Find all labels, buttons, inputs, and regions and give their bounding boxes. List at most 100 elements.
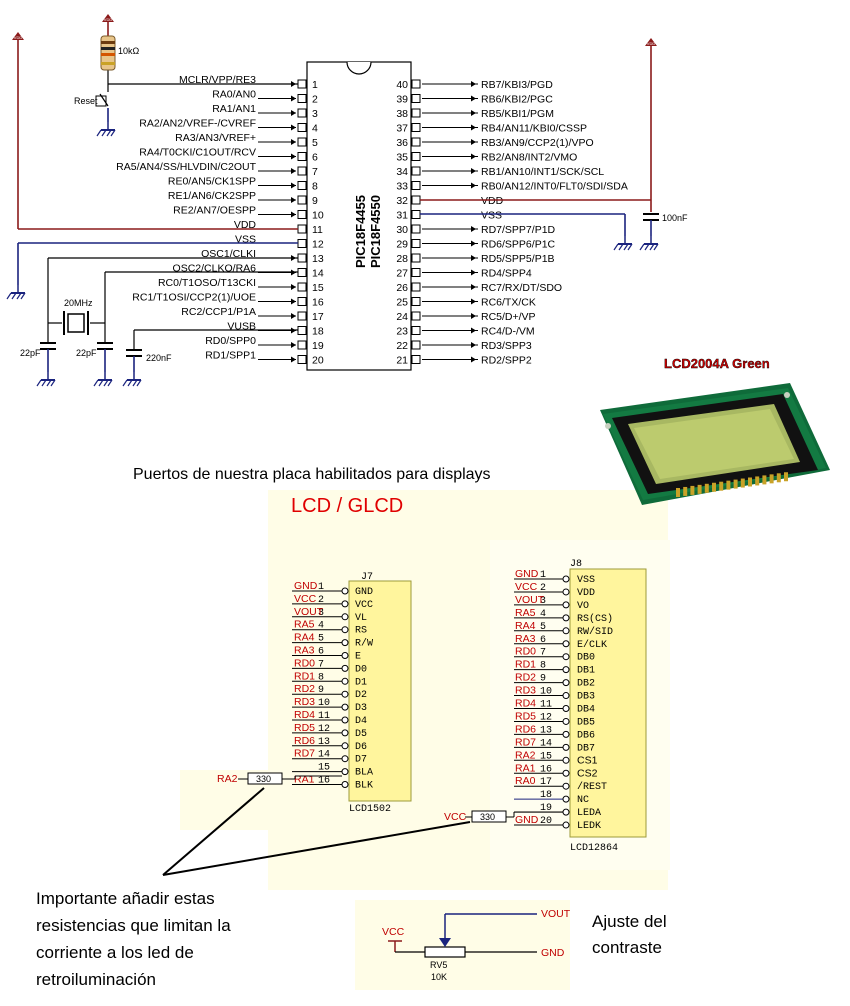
mcu-pin-number: 29: [396, 239, 408, 251]
mcu-pin-label: RB4/AN11/KBI0/CSSP: [481, 123, 587, 135]
j8-net-label: RA3: [515, 633, 536, 645]
j8-pin-name: VSS: [577, 575, 595, 586]
j8-net-label: RD3: [515, 685, 536, 697]
j8-pin-pad: [562, 795, 570, 803]
mcu-pin-label: RC4/D-/VM: [481, 326, 535, 338]
j8-pin-name: DB1: [577, 666, 595, 677]
mcu-pin-2: 2 RA0/AN0: [212, 89, 318, 106]
j8-part: LCD12864: [570, 843, 618, 854]
mcu-pin-number: 21: [396, 355, 408, 367]
cap-left-2-label: 22pF: [76, 348, 97, 358]
mcu-pin-label: RA3/AN3/VREF+: [175, 132, 256, 144]
j7-pin-number: 1: [318, 582, 324, 593]
lcd-header-pins: [676, 472, 788, 497]
j7-net-label: RD5: [294, 722, 315, 734]
mcu-pin-number: 20: [312, 355, 324, 367]
contrast-caption-2: contraste: [592, 938, 662, 957]
j7-pin-name: R/W: [355, 638, 373, 650]
mcu-pin-number: 23: [396, 326, 408, 338]
j8-pin-name: DB5: [577, 717, 595, 728]
j8-net-label: GND: [515, 568, 539, 580]
j7-backlight-resistor: RA2 330: [217, 772, 342, 785]
mcu-pin-label: RD0/SPP0: [205, 335, 256, 347]
note-line-3: corriente a los led de: [36, 943, 194, 962]
mcu-pin-label: RA0/AN0: [212, 89, 256, 101]
header-pin: [676, 488, 680, 497]
mcu-pin-number: 2: [312, 94, 318, 106]
j7-row: 15 BLA: [292, 763, 373, 779]
j8-pin-pad: [562, 808, 570, 816]
mcu-pin-label: RC7/RX/DT/SDO: [481, 282, 562, 294]
mcu-pin-number: 7: [312, 166, 318, 178]
mcu-pin-label: RC6/TX/CK: [481, 297, 536, 309]
j7-net-label: VOUT: [294, 606, 324, 618]
mcu-pin-label: RB7/KBI3/PGD: [481, 79, 553, 91]
j7-pin-name: RS: [355, 626, 367, 637]
header-pin: [769, 474, 774, 484]
header-pin: [755, 476, 760, 486]
contrast-potentiometer: VCC VOUT GND RV5 10K: [382, 908, 571, 982]
j8-pin-number: 19: [540, 803, 552, 814]
j8-net-label: RA0: [515, 775, 536, 787]
j7-pin-number: 15: [318, 763, 330, 774]
mcu-pin-label: RB5/KBI1/PGM: [481, 108, 554, 120]
j7-pin-pad: [341, 755, 349, 763]
j8-pin-pad: [562, 756, 570, 764]
mcu-pin-label: RE1/AN6/CK2SPP: [168, 190, 256, 202]
reset-button[interactable]: [95, 95, 107, 107]
j8-pin-name: DB0: [577, 653, 595, 664]
mcu-left-pins: 1MCLR/VPP/RE32RA0/AN03RA1/AN14RA2/AN2/VR…: [116, 74, 324, 367]
mcu-pin-number: 16: [312, 297, 324, 309]
j7-pin-name: D6: [355, 742, 367, 753]
j7-pin-number: 16: [318, 776, 330, 787]
j7-pin-pad: [341, 600, 349, 608]
mcu-pin-number: 9: [312, 195, 318, 207]
j7-pin-pad: [341, 768, 349, 776]
j7-pin-name: D2: [355, 690, 367, 701]
j8-pin-pad: [562, 614, 570, 622]
mcu-pin-number: 3: [312, 108, 318, 120]
j7-pin-name: D3: [355, 703, 367, 714]
j8-net-label: VCC: [515, 581, 538, 593]
j8-resistor-net: VCC: [444, 811, 467, 823]
lcd2004a-title: LCD2004A Green: [664, 356, 770, 371]
mcu-pin-number: 10: [312, 210, 324, 222]
mcu-pin-label: RB2/AN8/INT2/VMO: [481, 152, 577, 164]
j7-pin-pad: [341, 781, 349, 788]
mcu-pin-label: RD5/SPP5/P1B: [481, 253, 555, 265]
j8-pin-pad: [562, 782, 570, 790]
j7-net-label: RD7: [294, 748, 315, 760]
mcu-pin-label: RE2/AN7/OESPP: [173, 205, 256, 217]
mcu-pin-label: RD7/SPP7/P1D: [481, 224, 556, 236]
ground-symbol: [93, 371, 113, 387]
j7-pin-name: BLA: [355, 768, 373, 779]
mcu-pin-number: 13: [312, 253, 324, 265]
mcu-pin-label: RD1/SPP1: [205, 350, 256, 362]
j7-pin-pad: [341, 677, 349, 685]
pot-vcc: VCC: [382, 926, 405, 938]
mcu-pin-number: 6: [312, 152, 318, 164]
j7-pin-number: 5: [318, 634, 324, 645]
mcu-pin-number: 19: [312, 340, 324, 352]
mcu-pin-number: 1: [312, 79, 318, 91]
j8-pin-number: 16: [540, 764, 552, 775]
mcu-pin-number: 31: [396, 210, 408, 222]
j8-net-label: RA5: [515, 607, 536, 619]
